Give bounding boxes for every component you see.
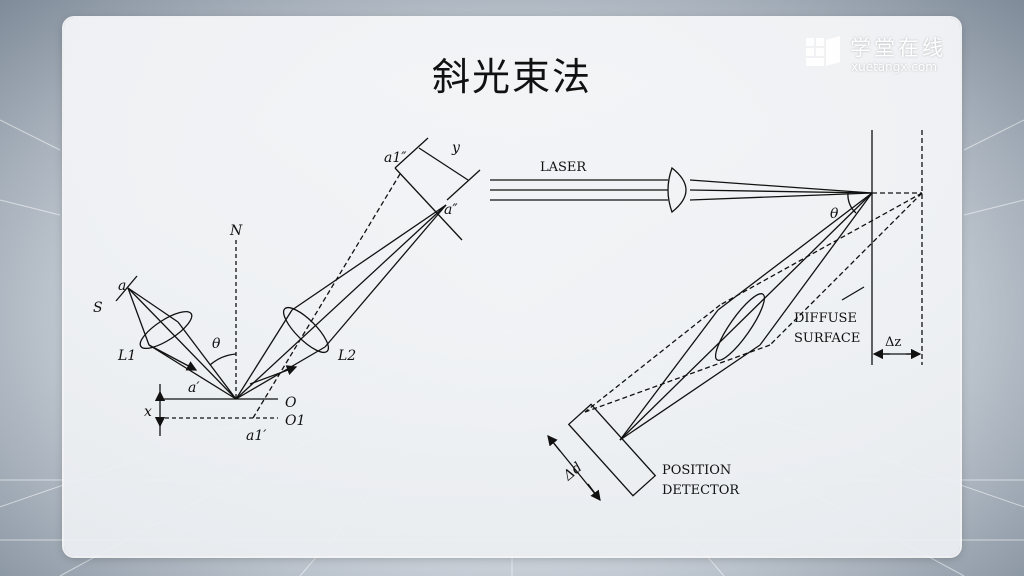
theta-arc-left: [209, 353, 237, 366]
label-x: x: [144, 404, 152, 420]
xuetangx-logo: 学堂在线 xuetangx.com: [802, 30, 972, 80]
label-detector-2: DETECTOR: [662, 483, 740, 498]
label-n: N: [229, 223, 243, 239]
label-l2: L2: [337, 348, 356, 364]
lens-l1: [139, 310, 193, 350]
content-card: [64, 18, 960, 556]
label-delta-d: Δd: [560, 460, 586, 485]
laser-lens: [667, 166, 687, 214]
label-s: S: [93, 300, 103, 316]
y-dimension: [418, 147, 469, 181]
position-detector: [567, 403, 657, 497]
label-a-dprime: a″: [444, 202, 458, 218]
label-diffuse-2: SURFACE: [794, 331, 860, 346]
label-laser: LASER: [540, 160, 587, 175]
label-l1: L1: [117, 348, 136, 364]
object-mark: [115, 275, 138, 302]
left-diagram: [115, 137, 481, 436]
label-a1-dprime: a1″: [384, 150, 407, 166]
label-a1-prime: a1′: [246, 428, 267, 444]
detector-lens: [714, 293, 766, 361]
label-a-prime: a′: [188, 380, 200, 396]
label-detector-1: POSITION: [662, 463, 731, 478]
label-theta-right: θ: [830, 206, 839, 222]
theta-arc-right: [847, 192, 857, 214]
slide-title: 斜光束法: [431, 55, 592, 99]
label-o: O: [285, 395, 297, 411]
logo-url: xuetangx.com: [851, 60, 937, 74]
right-diagram: [490, 130, 923, 502]
image-plane: [394, 167, 463, 241]
book-pages-icon: [806, 36, 840, 66]
logo-name: 学堂在线: [850, 36, 946, 60]
label-o1: O1: [285, 413, 305, 429]
label-diffuse-1: DIFFUSE: [794, 311, 857, 326]
label-y: y: [451, 140, 461, 156]
label-a: a: [118, 278, 126, 294]
label-theta-left: θ: [212, 336, 221, 352]
label-delta-z: Δz: [885, 335, 901, 350]
lens-l2: [282, 306, 330, 354]
